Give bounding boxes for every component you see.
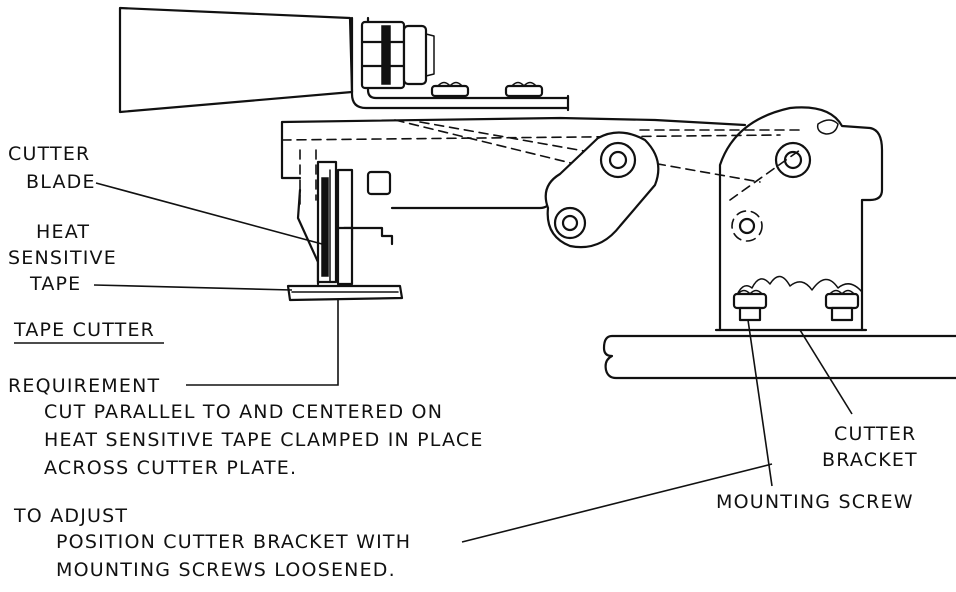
leader-cutter-blade: [95, 182, 323, 245]
lever-arm: [544, 131, 660, 249]
leader-requirement: [186, 300, 339, 386]
hex-nut: [360, 20, 435, 90]
mechanism-illustration: [118, 6, 956, 380]
mounting-screws: [732, 289, 860, 322]
cutaway-edge: [734, 275, 863, 301]
cutter-blade-assembly: [296, 149, 394, 286]
label-cutter-bracket-1: CUTTER: [834, 423, 916, 445]
leader-heat-tape: [93, 284, 293, 291]
label-cutter-blade-1: CUTTER: [8, 143, 90, 165]
tapered-block: [118, 6, 354, 114]
leader-cutter-bracket: [799, 329, 853, 415]
adjust-heading: TO ADJUST: [13, 505, 128, 527]
leader-adjust: [461, 463, 773, 543]
requirement-text-1: CUT PARALLEL TO AND CENTERED ON: [44, 401, 443, 423]
adjust-text-2: MOUNTING SCREWS LOOSENED.: [56, 559, 396, 581]
label-heat-tape-1: HEAT: [36, 221, 90, 243]
label-cutter-blade-2: BLADE: [26, 171, 96, 193]
requirement-text-3: ACROSS CUTTER PLATE.: [44, 457, 297, 479]
section-title: TAPE CUTTER: [13, 319, 155, 341]
top-screw-heads: [430, 81, 544, 98]
label-cutter-bracket-2: BRACKET: [822, 449, 918, 471]
leader-mounting-screw: [747, 319, 773, 487]
cutter-bracket-body: [718, 106, 884, 332]
leader-lines: [93, 182, 853, 543]
requirement-text-2: HEAT SENSITIVE TAPE CLAMPED IN PLACE: [44, 429, 484, 451]
label-heat-tape-3: TAPE: [29, 273, 81, 295]
text-labels: CUTTER BLADE HEAT SENSITIVE TAPE TAPE CU…: [8, 143, 918, 581]
requirement-heading: REQUIREMENT: [8, 375, 160, 397]
label-heat-tape-2: SENSITIVE: [8, 247, 117, 269]
base-plate: [602, 334, 956, 380]
bent-bracket: [350, 16, 570, 110]
tape-plate: [286, 284, 404, 302]
label-mounting-screw: MOUNTING SCREW: [716, 491, 914, 513]
adjust-text-1: POSITION CUTTER BRACKET WITH: [56, 531, 411, 553]
